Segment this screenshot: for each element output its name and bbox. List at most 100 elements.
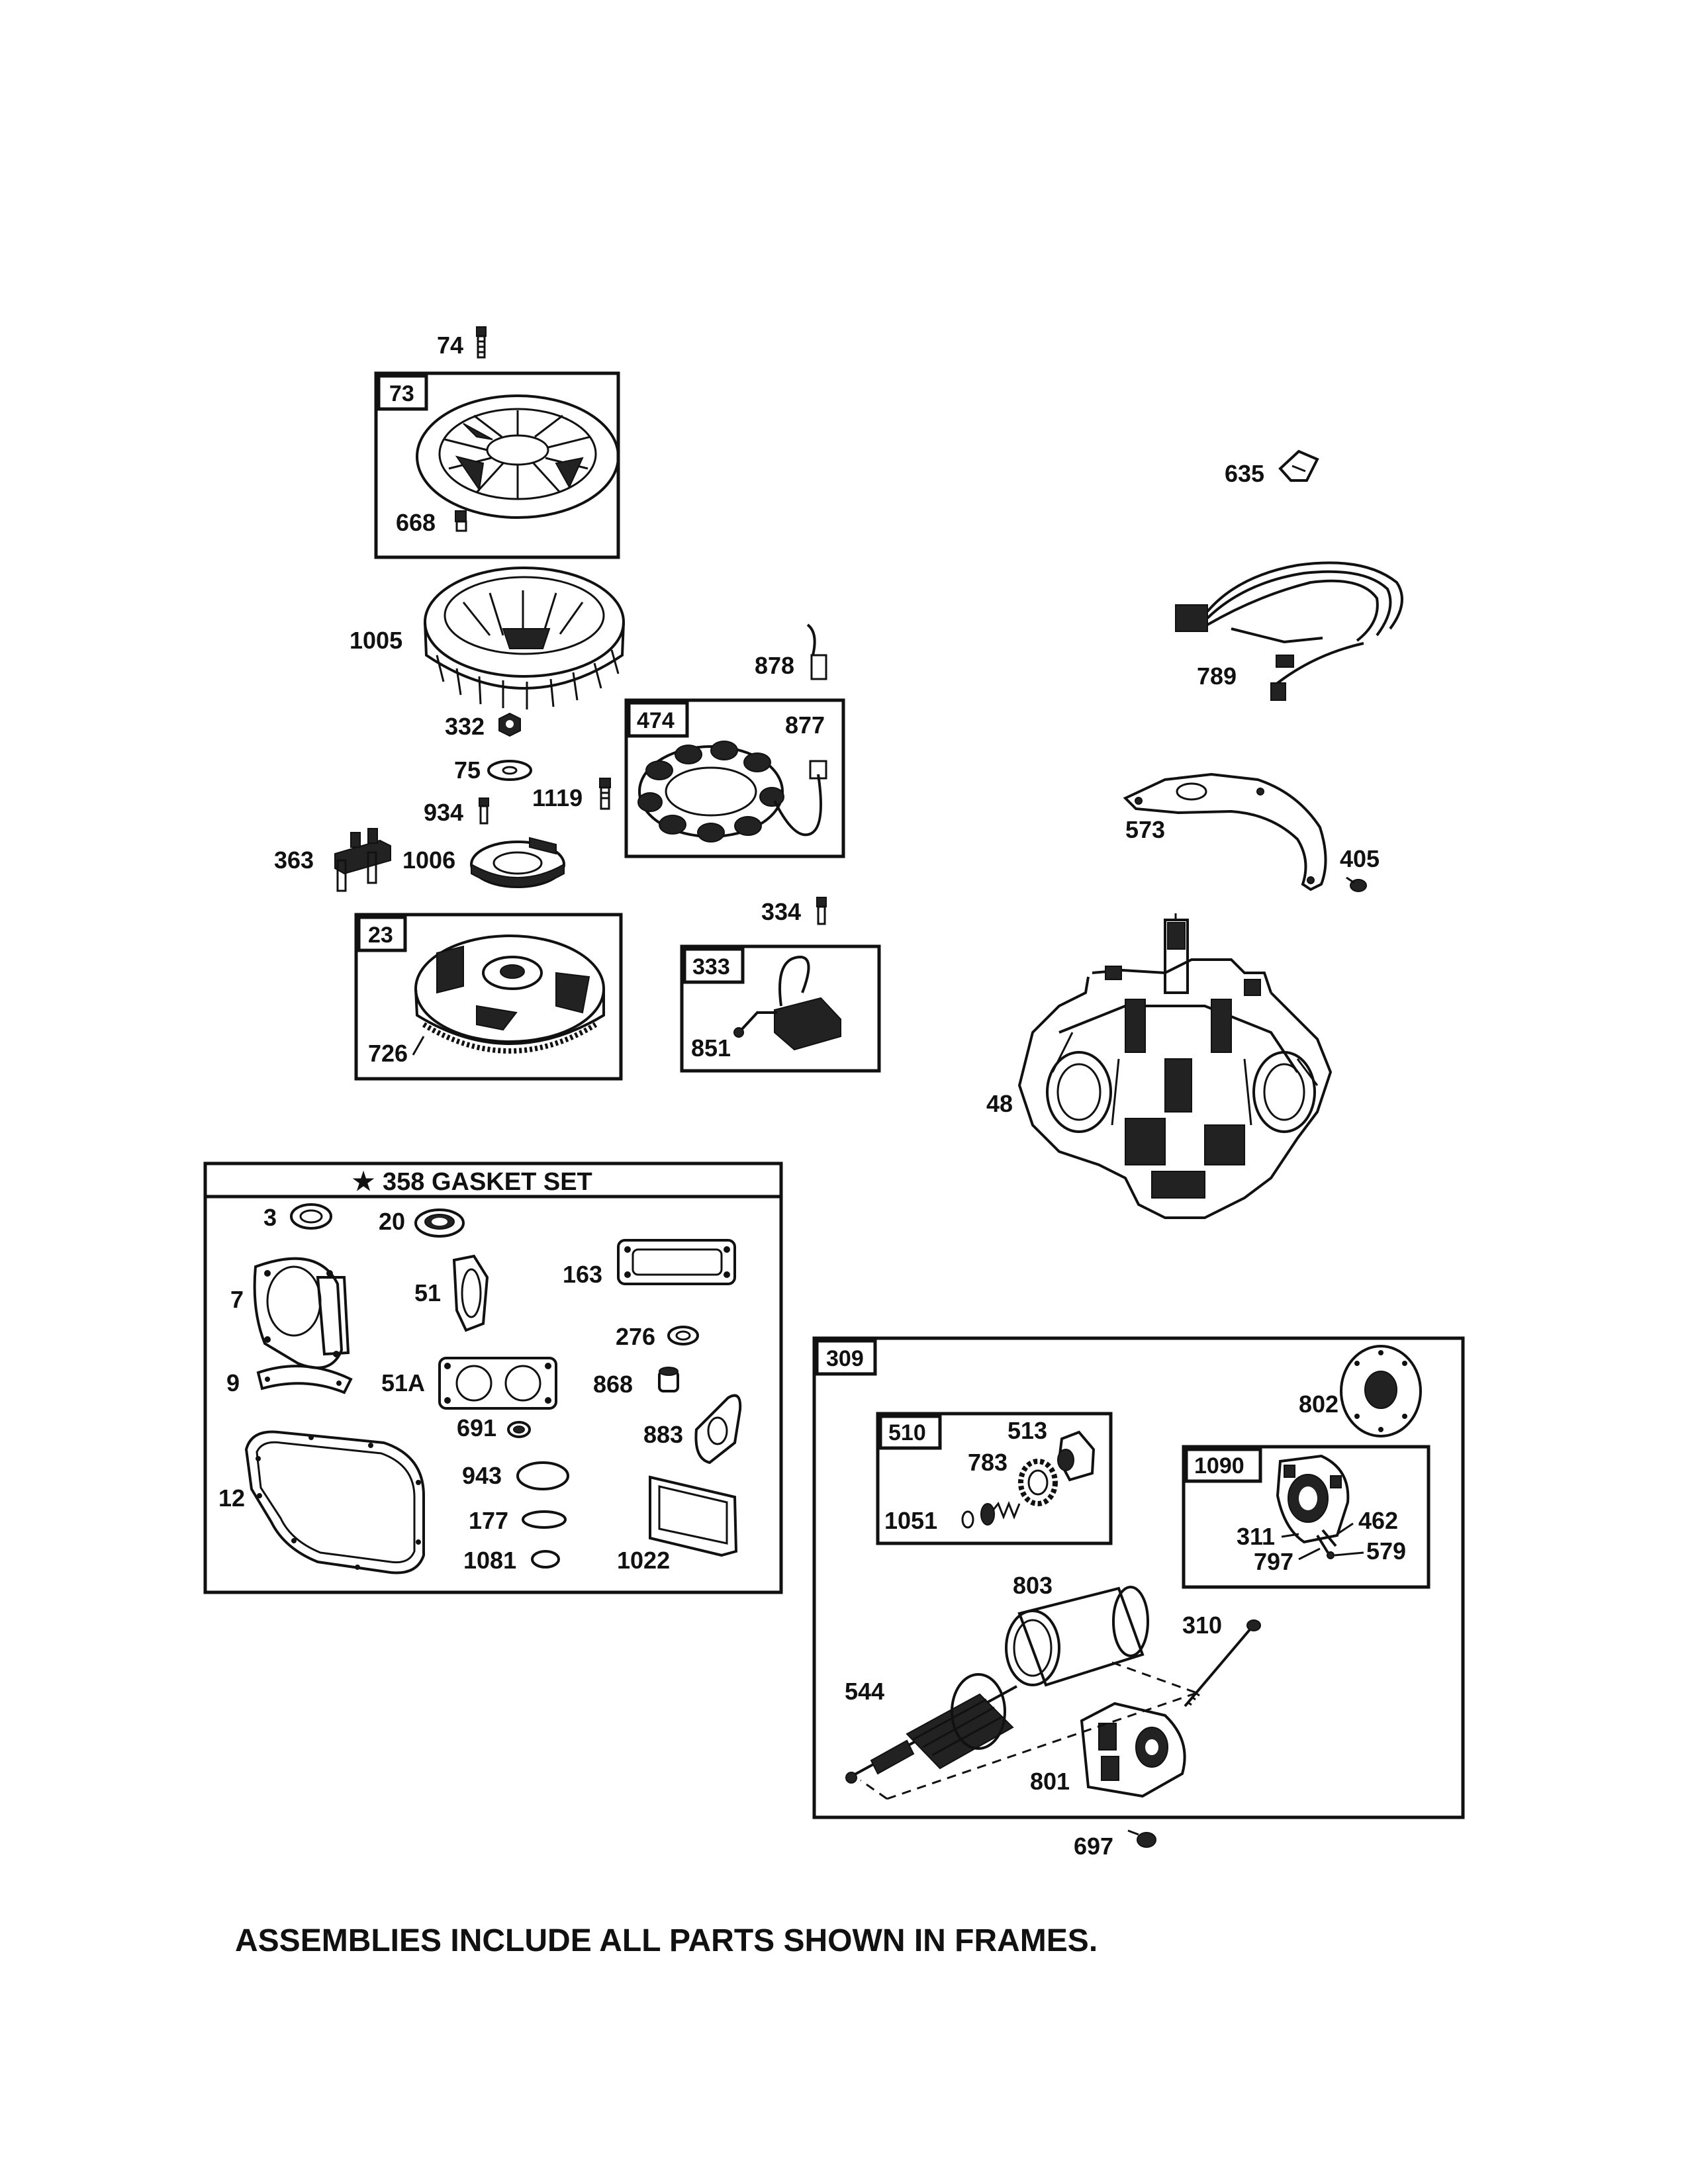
part-label-311: 311	[1237, 1523, 1275, 1550]
alternator-stator-icon	[637, 741, 827, 842]
part-label-310: 310	[1182, 1612, 1222, 1639]
frame-label-23: 23	[368, 923, 393, 948]
frame-label-510: 510	[888, 1420, 926, 1445]
part-label-7: 7	[230, 1286, 244, 1313]
part-label-177: 177	[469, 1507, 508, 1534]
part-label-332: 332	[445, 713, 485, 740]
rotating-screen-icon	[416, 394, 620, 519]
part-label-1119: 1119	[532, 784, 583, 811]
part-label-691: 691	[457, 1414, 496, 1441]
part-label-462: 462	[1358, 1507, 1398, 1534]
frame-gasket-set: ★ 358 GASKET SET	[203, 1161, 783, 1594]
gasket-set-title: 358 GASKET SET	[383, 1168, 592, 1196]
assemblies-footnote: ASSEMBLIES INCLUDE ALL PARTS SHOWN IN FR…	[235, 1923, 1098, 1958]
crankcase-gasket-12-icon	[244, 1430, 425, 1574]
frame-333: 333	[680, 944, 881, 1073]
part-label-334: 334	[761, 898, 801, 925]
ignition-coil-icon	[733, 955, 841, 1051]
part-label-697: 697	[1074, 1833, 1113, 1860]
part-label-75: 75	[454, 756, 481, 784]
gasket-1022-icon	[649, 1475, 738, 1557]
gasket-51a-icon	[438, 1357, 557, 1410]
frame-label-73: 73	[389, 381, 414, 406]
nut-332-icon	[498, 712, 521, 737]
drive-513-icon	[1057, 1430, 1096, 1482]
part-label-851: 851	[691, 1034, 731, 1062]
flywheel-icon	[414, 934, 605, 1054]
gasket-51-icon	[452, 1254, 489, 1332]
spark-plug-boot-635-icon	[1278, 449, 1319, 482]
frame-23: 23	[354, 913, 623, 1081]
terminal-878-icon	[806, 623, 827, 680]
valve-seal-868-icon	[658, 1367, 679, 1392]
part-label-883: 883	[643, 1421, 683, 1448]
part-label-573: 573	[1125, 816, 1165, 843]
gasket-883-icon	[694, 1394, 742, 1465]
screw-668-icon	[455, 510, 467, 532]
part-label-405: 405	[1340, 845, 1380, 872]
part-label-12: 12	[218, 1484, 245, 1512]
frame-label-333: 333	[692, 954, 730, 979]
frame-474: 474	[624, 698, 845, 858]
frame-label-1090: 1090	[1194, 1453, 1244, 1479]
seal-3-icon	[290, 1203, 332, 1230]
motor-housing-803-icon	[1005, 1586, 1149, 1687]
frame-510: 510	[876, 1412, 1113, 1545]
o-ring-943-icon	[516, 1461, 569, 1490]
adapter-1006-icon	[470, 837, 565, 888]
part-label-513: 513	[1008, 1417, 1047, 1444]
part-label-878: 878	[755, 652, 794, 679]
part-label-74: 74	[437, 332, 463, 359]
frame-label-309: 309	[826, 1346, 864, 1371]
part-label-802: 802	[1299, 1390, 1338, 1418]
part-label-668: 668	[396, 509, 436, 536]
part-label-163: 163	[563, 1261, 602, 1288]
part-label-726: 726	[368, 1040, 408, 1067]
o-ring-1081-icon	[531, 1550, 560, 1569]
armature-544-icon	[845, 1673, 1017, 1784]
part-label-797: 797	[1254, 1548, 1293, 1575]
part-label-48: 48	[986, 1090, 1013, 1117]
part-label-9: 9	[226, 1369, 240, 1396]
frame-label-474: 474	[637, 708, 675, 733]
part-label-544: 544	[845, 1678, 884, 1705]
bolt-1119-icon	[599, 778, 611, 810]
part-label-934: 934	[424, 799, 463, 826]
part-label-1005: 1005	[350, 627, 402, 654]
seal-691-icon	[507, 1421, 531, 1438]
part-label-635: 635	[1225, 460, 1264, 487]
part-label-1051: 1051	[884, 1507, 937, 1534]
part-label-789: 789	[1197, 662, 1237, 690]
end-cap-802-icon	[1340, 1345, 1422, 1437]
part-label-868: 868	[593, 1371, 633, 1398]
part-label-783: 783	[968, 1449, 1008, 1476]
part-label-1081: 1081	[463, 1547, 516, 1574]
gasket-163-icon	[617, 1239, 736, 1285]
part-label-801: 801	[1030, 1768, 1070, 1795]
spring-1051-icon	[961, 1500, 1021, 1529]
blower-fan-icon	[424, 567, 625, 709]
seal-276-icon	[667, 1326, 699, 1345]
bolt-934-icon	[479, 797, 489, 825]
part-label-51a: 51A	[381, 1369, 425, 1396]
screw-697-icon	[1127, 1829, 1156, 1848]
star-icon: ★	[352, 1168, 375, 1196]
engine-block-48-icon	[1017, 913, 1333, 1219]
o-ring-177-icon	[522, 1510, 567, 1529]
screw-405-icon	[1346, 876, 1367, 892]
bolt-74-icon	[476, 326, 487, 359]
pinion-gear-783-icon	[1018, 1459, 1058, 1506]
gasket-9-icon	[256, 1365, 353, 1394]
part-label-3: 3	[263, 1204, 277, 1231]
part-label-276: 276	[616, 1323, 655, 1350]
part-label-51: 51	[414, 1279, 441, 1306]
end-cap-801-icon	[1080, 1702, 1186, 1798]
brush-holder-1090-icon	[1276, 1454, 1350, 1559]
screw-334-icon	[816, 897, 827, 925]
part-label-363: 363	[274, 846, 314, 874]
part-label-877: 877	[785, 711, 825, 739]
part-label-1022: 1022	[617, 1547, 670, 1574]
frame-1090: 1090	[1182, 1445, 1430, 1589]
part-label-943: 943	[462, 1462, 502, 1489]
